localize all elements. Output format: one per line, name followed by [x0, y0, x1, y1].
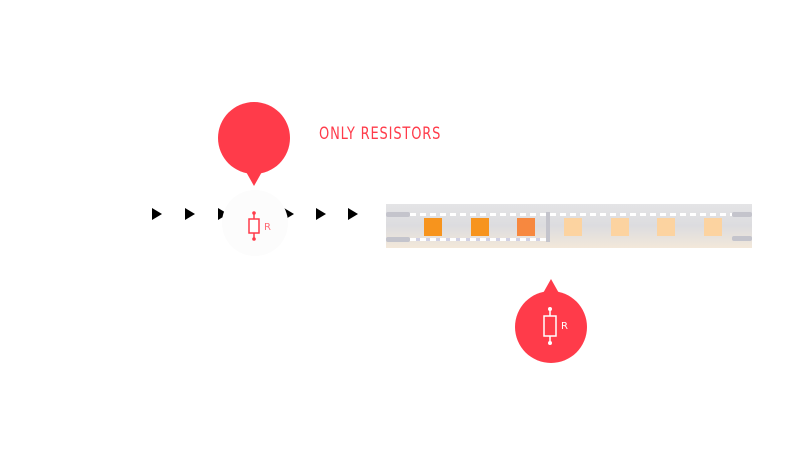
strip-trace: [410, 213, 732, 216]
led-on: [471, 218, 489, 236]
title-label: ONLY RESISTORS: [319, 124, 442, 144]
strip-rail: [386, 212, 410, 217]
strip-rail: [386, 237, 410, 242]
cut-mark: [546, 212, 550, 242]
arrow-icon: [152, 208, 162, 220]
marker-bubble-bottom: [514, 277, 588, 369]
led-on: [424, 218, 442, 236]
strip-rail: [732, 212, 752, 217]
led-off: [564, 218, 582, 236]
resistor-label: R: [264, 222, 271, 233]
strip-trace: [410, 238, 550, 241]
marker-bubble-top: [217, 102, 291, 192]
arrow-icon: [185, 208, 195, 220]
arrow-icon: [348, 208, 358, 220]
resistor-icon: [246, 211, 262, 245]
led-off: [704, 218, 722, 236]
strip-rail: [732, 236, 752, 241]
led-on: [517, 218, 535, 236]
resistor-label-bottom: R: [561, 321, 568, 332]
arrow-icon: [284, 208, 294, 220]
led-off: [611, 218, 629, 236]
led-strip: [386, 204, 752, 248]
arrow-icon: [316, 208, 326, 220]
led-off: [657, 218, 675, 236]
